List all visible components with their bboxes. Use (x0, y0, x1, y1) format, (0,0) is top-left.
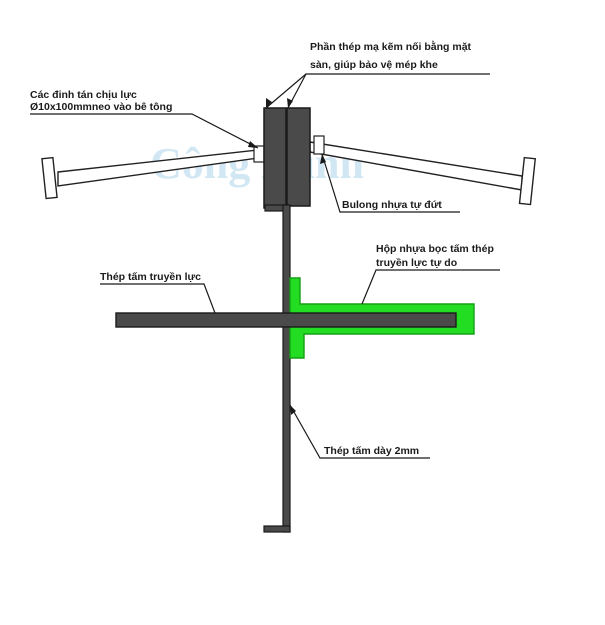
label-thin-plate: Thép tấm dày 2mm (324, 445, 419, 457)
label-anchors-line1: Các đinh tán chịu lực (30, 89, 137, 101)
label-galvanized-line1: Phần thép mạ kẽm nối bằng mặt (310, 40, 472, 53)
right-anchor-stud (309, 135, 537, 206)
label-bolt: Bulong nhựa tự đứt (342, 199, 442, 211)
leader-arrowheads (248, 98, 326, 415)
galvanized-cover-blocks (263, 107, 311, 209)
label-sleeve-line2: truyền lực tự do (376, 257, 457, 269)
dowel-plate (115, 312, 457, 328)
label-anchors-line2: Ø10x100mmneo vào bê tông (30, 101, 172, 113)
leader-lines (30, 73, 500, 459)
label-sleeve-line1: Hộp nhựa bọc tấm thép (376, 243, 494, 255)
thin-steel-plate (263, 204, 291, 533)
left-anchor-stud (41, 145, 265, 200)
label-dowel-plate: Thép tấm truyền lực (100, 271, 201, 283)
label-galvanized-line2: sàn, giúp bảo vệ mép khe (310, 59, 438, 71)
